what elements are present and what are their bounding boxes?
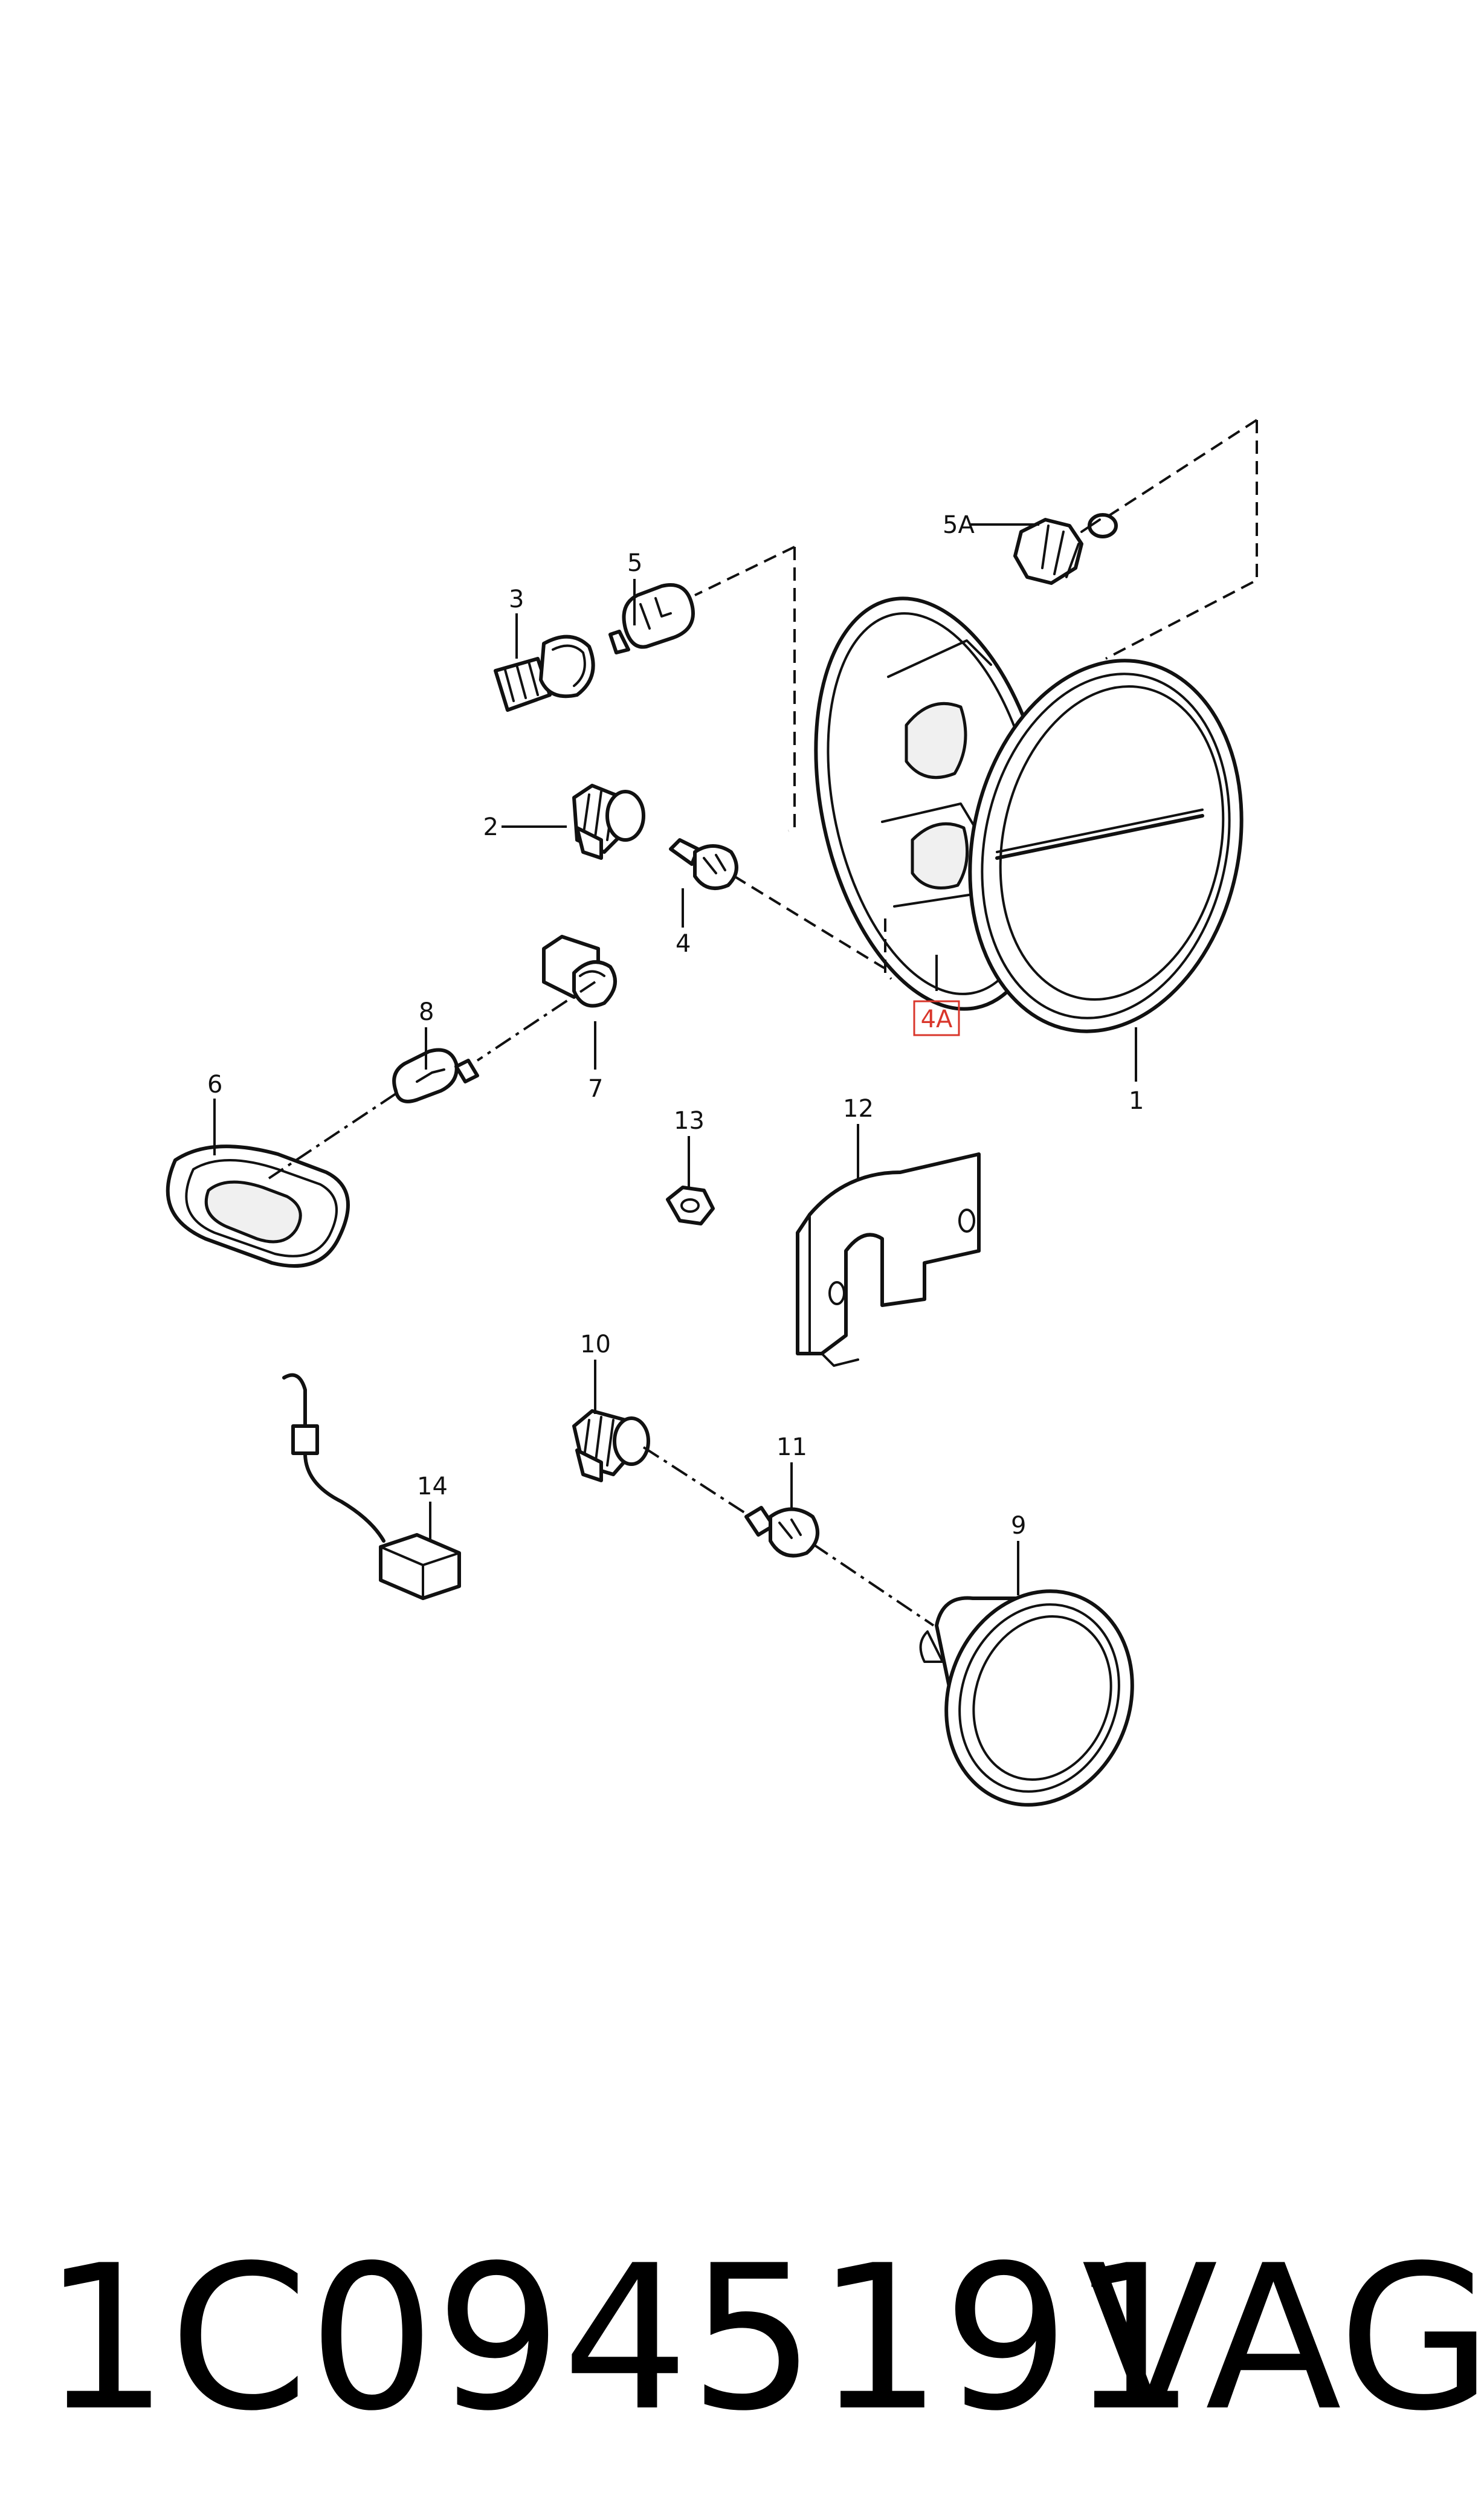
label-6: 6 xyxy=(207,1071,222,1099)
socket-2[interactable] xyxy=(572,784,645,860)
bulb-4[interactable] xyxy=(669,838,738,890)
socket-3[interactable] xyxy=(494,634,595,712)
brand-text: VAG xyxy=(1082,2223,1484,2455)
label-9: 9 xyxy=(1011,1512,1026,1540)
adjuster-knob[interactable] xyxy=(1013,513,1118,585)
label-7: 7 xyxy=(588,1075,603,1103)
label-4a: 4A xyxy=(921,1006,953,1033)
wiring-harness[interactable] xyxy=(282,1373,461,1600)
footer-caption: 1C0945191 VAG xyxy=(0,2224,1484,2453)
label-13: 13 xyxy=(674,1107,705,1135)
nut[interactable] xyxy=(666,1186,715,1225)
bulb-8[interactable] xyxy=(392,1048,479,1103)
socket-7[interactable] xyxy=(542,935,617,1008)
callout-4a-box xyxy=(913,1000,960,1036)
label-12: 12 xyxy=(843,1095,874,1123)
socket-10[interactable] xyxy=(572,1409,650,1482)
mounting-bracket[interactable] xyxy=(796,1152,981,1367)
label-8: 8 xyxy=(419,998,434,1026)
label-14: 14 xyxy=(417,1473,448,1500)
bulb-11[interactable] xyxy=(744,1506,819,1558)
label-10: 10 xyxy=(580,1331,611,1358)
fog-lamp[interactable] xyxy=(917,1565,1161,1832)
part-number-text: 1C0945191 xyxy=(42,2223,1197,2455)
label-11: 11 xyxy=(776,1433,807,1461)
label-2: 2 xyxy=(483,813,498,841)
assembly-lines xyxy=(268,419,1258,1627)
label-5a: 5A xyxy=(943,511,975,539)
label-3: 3 xyxy=(509,586,524,613)
label-4: 4 xyxy=(676,930,691,958)
bulb-5[interactable] xyxy=(608,583,695,654)
label-1: 1 xyxy=(1129,1087,1144,1115)
part-labels: 1 2 3 4 4A 5 5A 6 7 8 9 10 11 12 13 14 xyxy=(207,511,1144,1540)
leader-lines xyxy=(213,523,1137,1595)
side-marker-lamp[interactable] xyxy=(166,1144,350,1268)
label-5: 5 xyxy=(627,549,642,577)
headlamp-housing[interactable] xyxy=(781,576,1274,1057)
